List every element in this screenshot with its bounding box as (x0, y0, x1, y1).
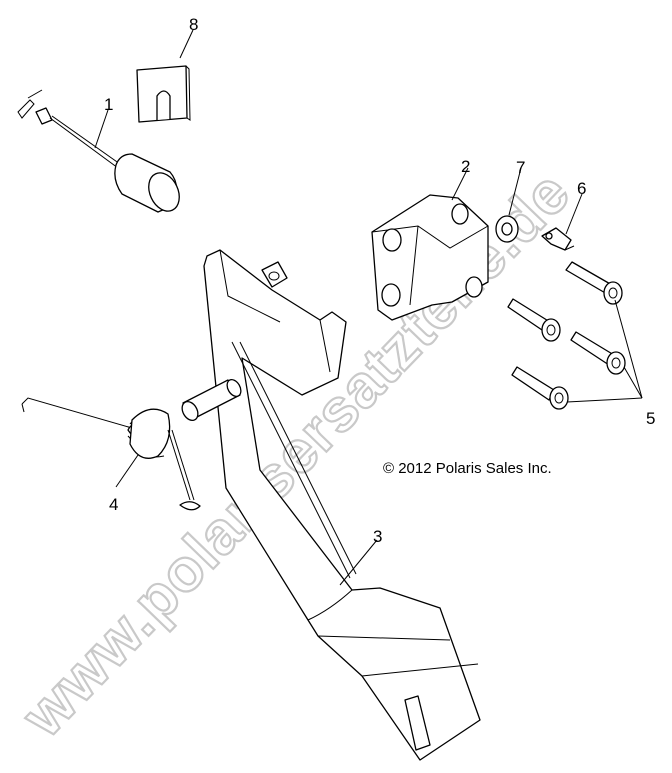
callout-2: 2 (461, 157, 470, 176)
part-5-bolts (507, 261, 626, 410)
callout-5: 5 (646, 409, 655, 428)
part-8-shim-plate (136, 65, 191, 123)
callout-3: 3 (373, 527, 382, 546)
pivot-pin (181, 378, 242, 421)
callout-1: 1 (104, 95, 113, 114)
part-7-washer (495, 215, 519, 243)
bolt-1 (565, 261, 623, 305)
leader-lines (94, 29, 643, 586)
callout-4: 4 (109, 495, 118, 514)
bolt-4 (511, 366, 569, 410)
callout-7: 7 (516, 158, 525, 177)
part-3-pedal (203, 249, 481, 761)
part-6-clip (541, 227, 575, 251)
part-2-bracket-block (371, 194, 489, 321)
callout-8: 8 (189, 15, 198, 34)
part-4-spring (21, 397, 201, 511)
callout-6: 6 (577, 179, 586, 198)
bolt-3 (570, 331, 626, 375)
bolt-2 (507, 298, 561, 342)
copyright-text: © 2012 Polaris Sales Inc. (383, 460, 552, 477)
part-1-sensor (17, 89, 180, 213)
callout-labels: 1 2 3 4 5 6 7 8 (104, 15, 655, 546)
